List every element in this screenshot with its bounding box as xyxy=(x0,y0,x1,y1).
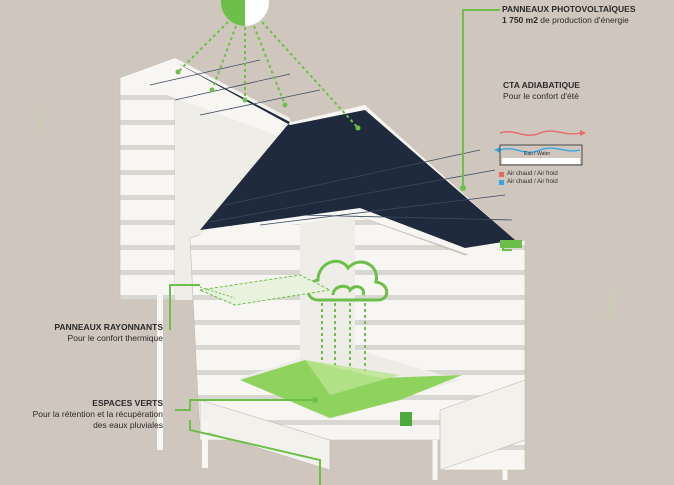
cta-legend: Air chaud / Air froid Air chaud / Air fr… xyxy=(507,170,627,186)
green-subtitle-2: des eaux pluviales xyxy=(93,420,163,430)
photovoltaic-title: PANNEAUX PHOTOVOLTAÏQUES xyxy=(502,4,636,14)
cta-subtitle: Pour le confort d'été xyxy=(503,91,579,101)
main-building xyxy=(157,204,526,480)
cta-title: CTA ADIABATIQUE xyxy=(503,80,580,90)
radiant-label: PANNEAUX RAYONNANTS Pour le confort ther… xyxy=(0,322,163,344)
radiant-title: PANNEAUX RAYONNANTS xyxy=(54,322,163,332)
photovoltaic-label: PANNEAUX PHOTOVOLTAÏQUES 1 750 m2 de pro… xyxy=(502,4,672,26)
panel-grid xyxy=(149,59,513,226)
photovoltaic-subtitle: 1 750 m2 de production d'énergie xyxy=(502,15,629,25)
green-leader xyxy=(175,397,321,485)
cta-legend-hot: Air chaud / Air froid xyxy=(507,171,558,177)
green-spaces xyxy=(240,360,462,426)
cta-legend-cold: Air chaud / Air froid xyxy=(507,179,558,185)
green-subtitle-1: Pour la rétention et la récupération xyxy=(32,409,163,419)
radiant-subtitle: Pour le confort thermique xyxy=(67,333,163,343)
cta-device-label: Eau / Water xyxy=(524,151,551,157)
green-title: ESPACES VERTS xyxy=(92,398,163,408)
sun-icon xyxy=(175,0,361,131)
green-label: ESPACES VERTS Pour la rétention et la ré… xyxy=(0,398,163,431)
radiant-panel-floor xyxy=(169,274,332,330)
cta-leader xyxy=(500,240,522,251)
cta-label: CTA ADIABATIQUE Pour le confort d'été xyxy=(503,80,613,102)
photovoltaic-roof xyxy=(120,58,520,255)
adiabatic-unit-icon xyxy=(494,130,586,185)
photovoltaic-leader xyxy=(460,9,500,191)
